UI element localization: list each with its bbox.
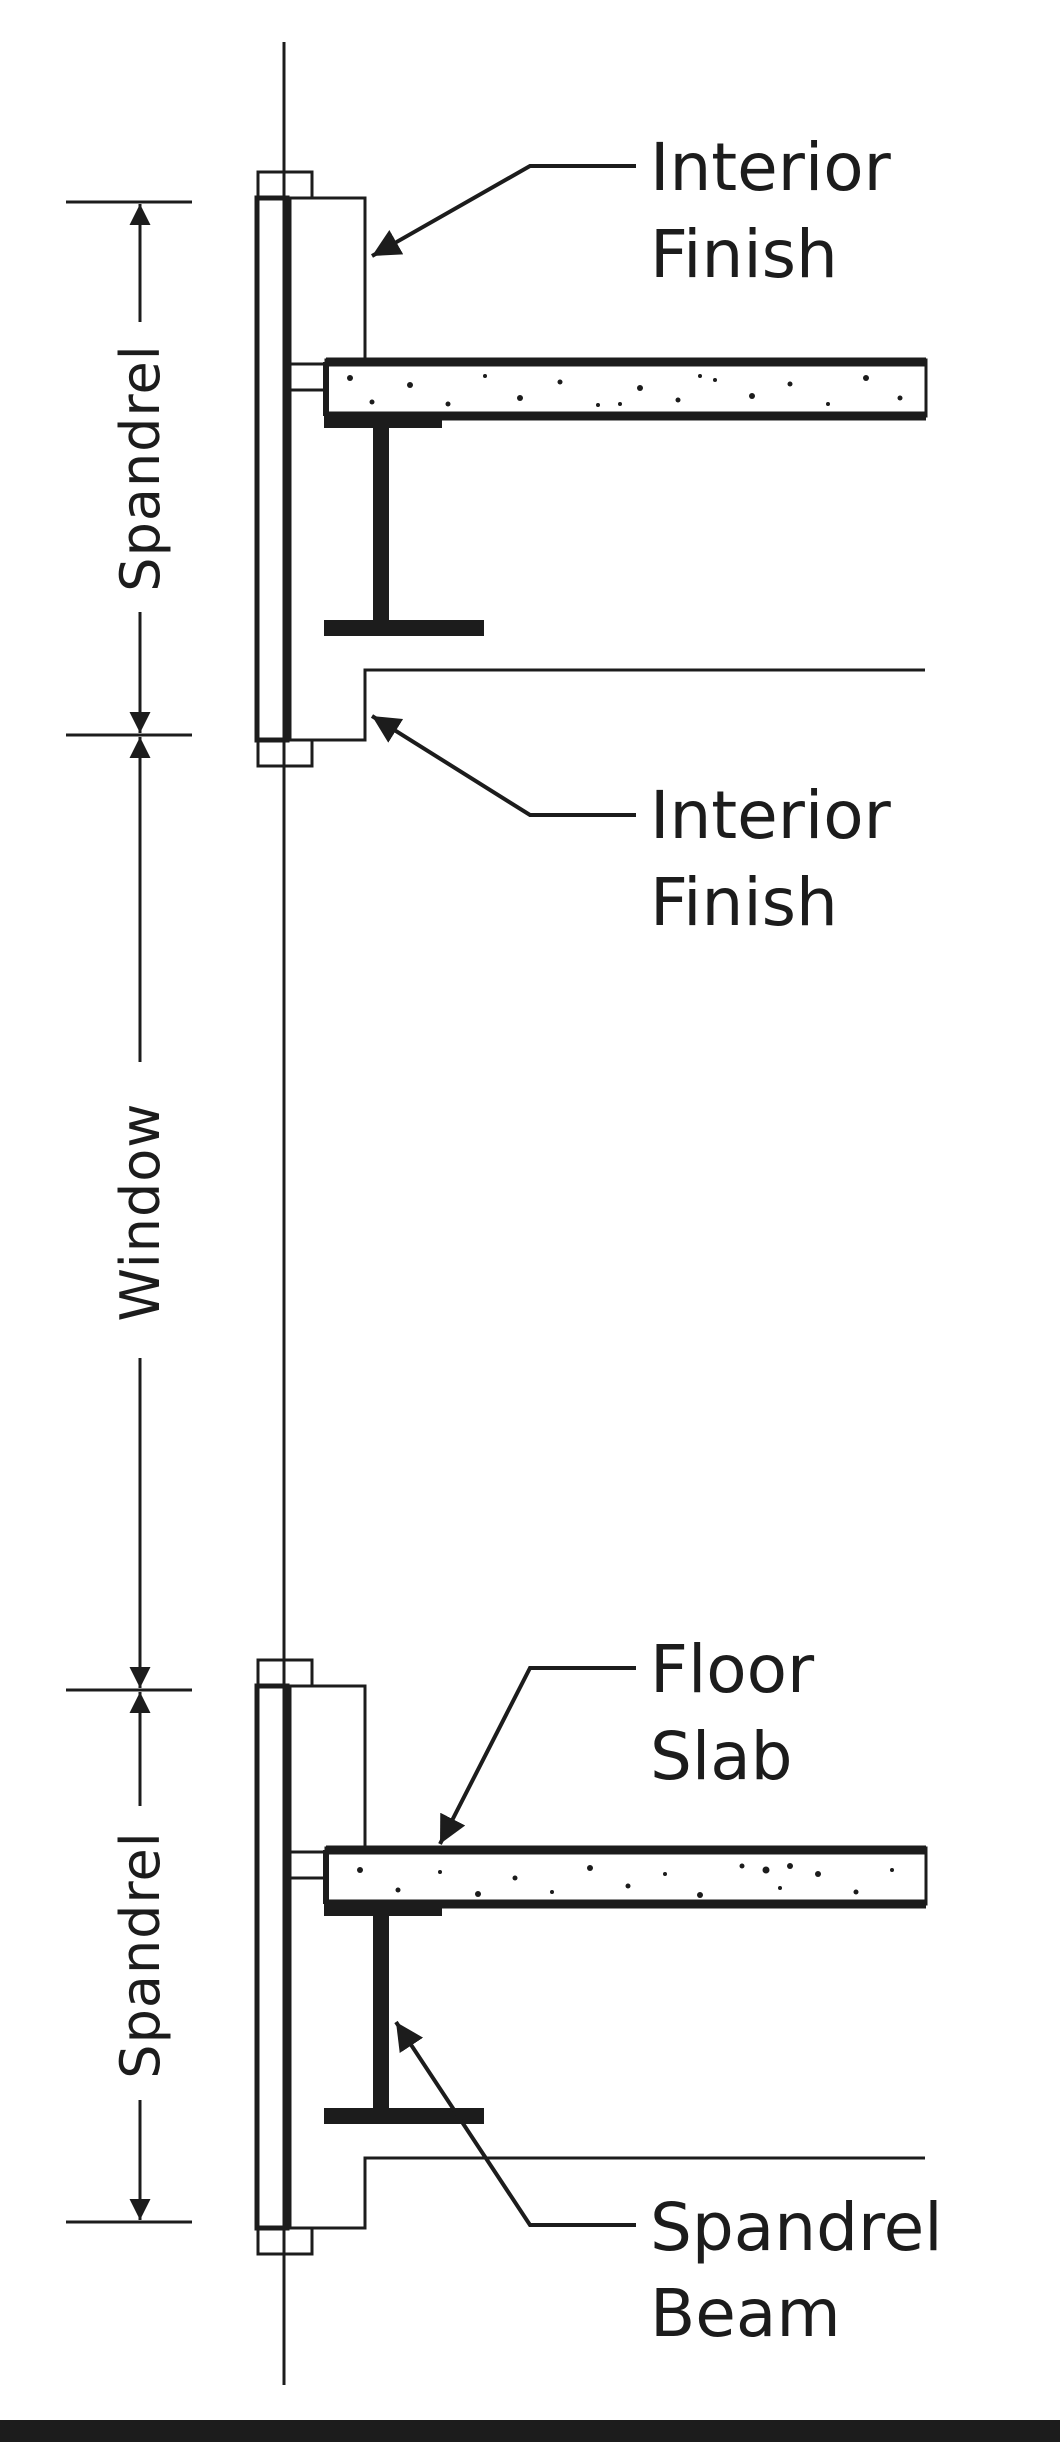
bottom-edge-bar: [0, 2420, 1060, 2442]
label-spandrel-beam-line1: Spandrel: [650, 2189, 943, 2266]
label-spandrel-beam-line2: Beam: [650, 2275, 841, 2352]
bottom-interior-finish: [290, 1684, 925, 2230]
dimension-lines: Spandrel Window Spandrel: [66, 200, 192, 2224]
leader-floor-slab: [438, 1666, 636, 1845]
label-interior-finish-mid-line2: Finish: [650, 864, 838, 941]
leader-interior-finish-top: [371, 164, 636, 258]
label-interior-finish-top-line1: Interior: [650, 129, 892, 206]
bottom-spandrel-assembly: [254, 1658, 928, 2256]
callout-labels: Interior Finish Interior Finish Floor Sl…: [650, 129, 943, 2352]
dim-label-spandrel-bottom: Spandrel: [109, 1831, 172, 2078]
top-spandrel-beam: [324, 414, 484, 636]
top-spandrel-panel: [254, 195, 290, 743]
top-slab-connector: [288, 362, 328, 392]
bottom-slab-connector: [288, 1850, 328, 1880]
leader-spandrel-beam: [394, 2020, 636, 2227]
dim-label-spandrel-top: Spandrel: [109, 344, 172, 591]
bottom-spandrel-panel: [254, 1683, 290, 2231]
bottom-floor-slab: [324, 1846, 928, 1906]
label-floor-slab-line1: Floor: [650, 1631, 815, 1708]
label-floor-slab-line2: Slab: [650, 1718, 793, 1795]
label-interior-finish-mid-line1: Interior: [650, 777, 892, 854]
label-interior-finish-top-line2: Finish: [650, 216, 838, 293]
bottom-spandrel-beam: [324, 1902, 484, 2124]
dim-label-window: Window: [109, 1103, 172, 1322]
top-slab-aggregate: [347, 374, 903, 407]
leader-interior-finish-mid: [370, 714, 636, 817]
top-spandrel-assembly: [254, 170, 928, 768]
top-floor-slab: [324, 358, 928, 418]
leader-lines: [370, 164, 636, 2227]
bottom-slab-aggregate: [357, 1863, 894, 1898]
